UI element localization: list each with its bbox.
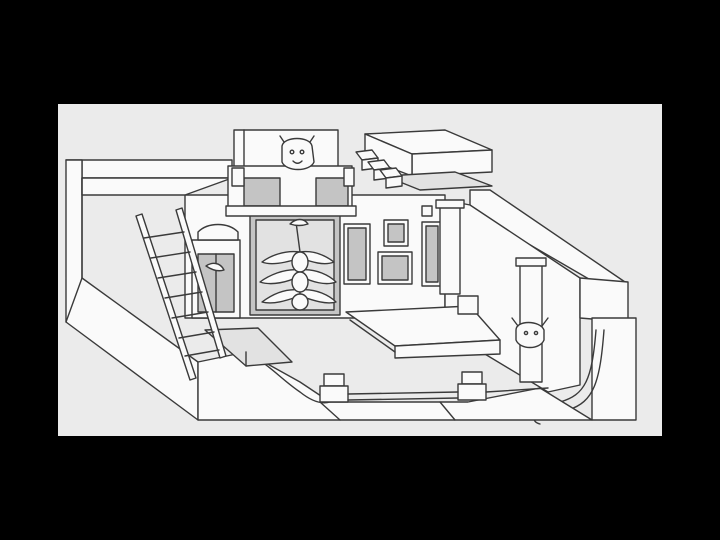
raised-platform [345,295,501,359]
ladder [135,207,227,381]
windows [343,205,443,287]
front-posts [319,371,549,403]
left-wall [65,159,233,421]
roof-block [355,129,493,191]
central-opening [249,213,341,316]
bench [204,327,293,367]
wall-mask-icon [511,317,549,349]
horned-figure-icon [259,218,337,311]
face-mask-icon [279,135,315,171]
upper-loft [225,129,357,217]
